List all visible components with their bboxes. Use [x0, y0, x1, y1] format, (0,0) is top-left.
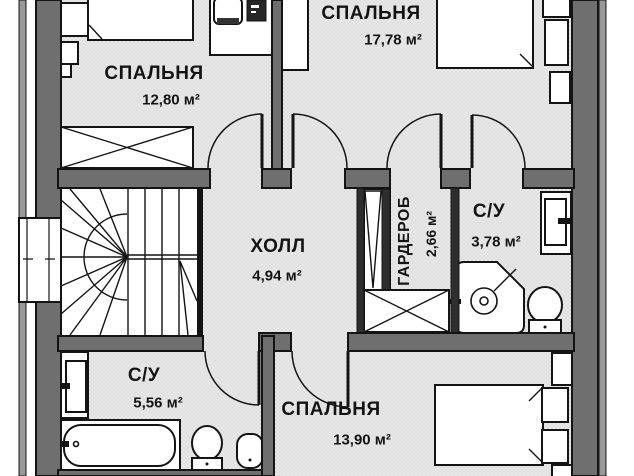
wall-horizontal: [522, 168, 575, 189]
door-icon: [291, 350, 350, 408]
drain-icon: [72, 440, 80, 448]
wall-bedroom-partition: [271, 0, 283, 170]
bathtub-basin: [63, 424, 176, 467]
bidet-icon: [236, 433, 264, 469]
room-area-bathroom-main: 5,56 м²: [133, 394, 183, 412]
pillow-icon: [541, 387, 569, 423]
stairs-icon: [60, 188, 198, 336]
room-label-bathroom-ensuite: С/У: [472, 201, 506, 222]
door-swing-arc: [204, 350, 260, 406]
bed-corner-fold: [88, 24, 103, 40]
bed-corner-fold: [519, 53, 534, 68]
bidet-drain: [248, 458, 252, 462]
door-icon: [207, 113, 264, 169]
door-swing-arc: [292, 113, 348, 169]
nightstand-icon: [551, 352, 573, 386]
faucet-icon: [57, 383, 70, 389]
room-area-bedroom-top-left: 12,80 м²: [142, 91, 200, 109]
bedroom-top-left-furniture: [57, 0, 274, 169]
wall-horizontal: [347, 332, 575, 352]
wall-stairwell: [197, 188, 203, 336]
bedroom-bottom-right-furniture: [434, 352, 573, 476]
shower-drain: [470, 287, 498, 315]
stair-walkline-arc: [83, 213, 128, 301]
exterior-strip: [18, 0, 27, 219]
faucet-icon: [57, 441, 69, 447]
window-glazing: [23, 218, 55, 302]
toilet-button: [543, 325, 547, 329]
room-label-bedroom-bottom-right: СПАЛЬНЯ: [281, 399, 381, 420]
wall-door-stub: [440, 168, 471, 189]
wall-bottom: [57, 469, 263, 476]
door-icon: [204, 350, 261, 406]
bed-icon: [434, 384, 544, 466]
door-swing-arc: [386, 113, 442, 169]
stair-treads: [127, 189, 180, 335]
room-label-bedroom-top-left: СПАЛЬНЯ: [104, 63, 204, 84]
bedroom-top-right-furniture: [280, 0, 571, 104]
nightstand-icon: [549, 71, 571, 104]
pillow-icon: [541, 429, 569, 464]
wall-horizontal: [57, 168, 211, 189]
room-label-hall: ХОЛЛ: [250, 236, 306, 257]
wall-horizontal: [57, 335, 204, 352]
exterior-strip: [598, 0, 607, 476]
wall-wardrobe-right: [450, 187, 460, 334]
door-icon: [470, 114, 526, 169]
bed-icon: [436, 0, 534, 69]
bed-corner-fold: [528, 387, 543, 463]
doors: [204, 113, 526, 408]
toilet-button: [205, 462, 209, 466]
room-area-bedroom-bottom-right: 13,90 м²: [333, 431, 391, 449]
washing-machine-door: [217, 18, 239, 24]
wardrobe-room-fixtures: [363, 188, 450, 333]
room-label-bedroom-top-right: СПАЛЬНЯ: [321, 3, 421, 24]
room-area-wardrobe: 2,66 м²: [423, 210, 439, 258]
stair-winders: [179, 260, 198, 336]
door-icon: [386, 113, 443, 169]
wardrobe-rail-triangle: [364, 190, 382, 289]
appliance-panel-detail: [251, 11, 256, 13]
desk-icon: [280, 0, 309, 71]
room-label-bathroom-main: С/У: [127, 365, 161, 386]
wall-wardrobe-left: [356, 187, 365, 334]
wardrobe-side-panel: [381, 188, 391, 291]
nightstand-icon: [60, 2, 89, 37]
hall-floor: [203, 169, 358, 351]
walls: [18, 0, 599, 476]
room-label-wardrobe: ГАРДЕРОБ: [396, 196, 413, 286]
shower-drain: [479, 296, 489, 306]
wall-bathroom-partition: [261, 335, 275, 476]
door-icon: [291, 113, 348, 169]
appliance-panel-detail: [251, 5, 259, 8]
faucet-icon: [558, 218, 571, 224]
appliance-panel-icon: [246, 0, 267, 22]
door-swing-arc: [291, 350, 349, 408]
room-area-bathroom-ensuite: 3,78 м²: [471, 233, 521, 251]
wall-left: [35, 301, 62, 476]
wall-door-stub: [344, 168, 391, 189]
wardrobe-cross: [363, 289, 450, 333]
toilet-icon: [191, 425, 223, 461]
room-area-bedroom-top-right: 17,78 м²: [364, 31, 422, 49]
wall-door-stub: [261, 168, 292, 189]
nightstand-icon: [551, 464, 573, 476]
toilet-icon: [527, 286, 563, 324]
door-swing-arc: [207, 113, 263, 169]
room-area-hall: 4,94 м²: [252, 267, 302, 285]
door-swing-arc: [471, 114, 526, 169]
wall-right: [571, 0, 599, 476]
stair-divider: [127, 254, 197, 260]
window-icon: [18, 217, 62, 303]
exterior-strip: [18, 301, 27, 476]
pillow-icon: [544, 19, 569, 66]
shower-detail: [493, 268, 517, 292]
wardrobe-cross: [60, 126, 194, 169]
nightstand-icon: [542, 0, 571, 18]
bed-icon: [87, 0, 194, 41]
stairwell-floor: [61, 188, 197, 336]
